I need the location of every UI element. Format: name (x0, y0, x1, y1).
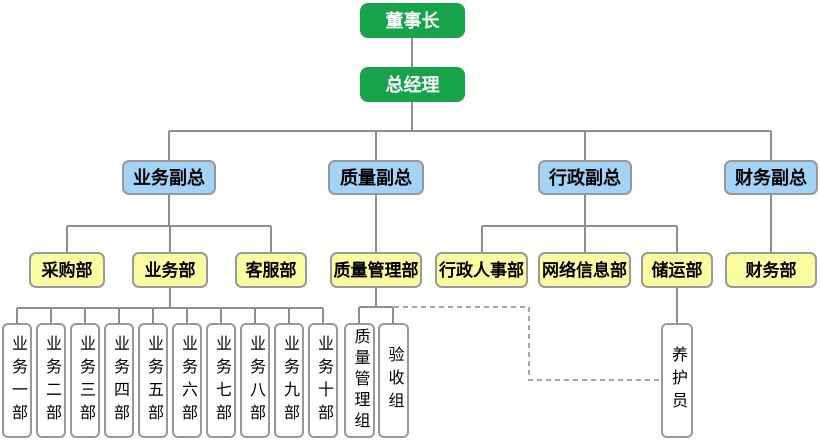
org-node-general-manager: 总经理 (360, 67, 465, 102)
solid-connector-lines (16, 38, 772, 323)
org-node-dept-storage-transport: 储运部 (641, 252, 713, 288)
org-node-dept-purchasing: 采购部 (29, 252, 105, 288)
org-node-subdept-business-10: 业务十部 (308, 323, 338, 438)
org-node-dept-quality-management: 质量管理部 (330, 252, 422, 288)
dotted-reporting-line (394, 306, 661, 381)
org-node-subdept-business-4: 业务四部 (104, 323, 134, 438)
org-node-vp-quality: 质量副总 (328, 160, 424, 195)
org-node-vp-business: 业务副总 (122, 160, 216, 195)
org-node-maintenance-staff: 养护员 (661, 323, 693, 438)
org-node-subdept-business-2: 业务二部 (36, 323, 66, 438)
org-node-quality-management-group: 质量管理组 (344, 323, 375, 438)
org-node-vp-admin: 行政副总 (538, 160, 632, 195)
org-node-dept-customer-service: 客服部 (235, 252, 307, 288)
org-node-subdept-business-9: 业务九部 (274, 323, 304, 438)
org-node-dept-admin-hr: 行政人事部 (435, 252, 528, 288)
org-node-subdept-business-3: 业务三部 (70, 323, 100, 438)
org-node-dept-business: 业务部 (132, 252, 208, 288)
org-node-chairman: 董事长 (360, 3, 465, 38)
org-node-acceptance-group: 验收组 (378, 323, 409, 438)
org-node-vp-finance: 财务副总 (724, 160, 818, 195)
org-node-subdept-business-7: 业务七部 (206, 323, 236, 438)
org-node-dept-finance: 财务部 (725, 252, 817, 288)
org-node-subdept-business-6: 业务六部 (172, 323, 202, 438)
org-node-subdept-business-5: 业务五部 (138, 323, 168, 438)
org-node-subdept-business-8: 业务八部 (240, 323, 270, 438)
org-node-subdept-business-1: 业务一部 (2, 323, 32, 438)
org-node-dept-network-info: 网络信息部 (538, 252, 631, 288)
